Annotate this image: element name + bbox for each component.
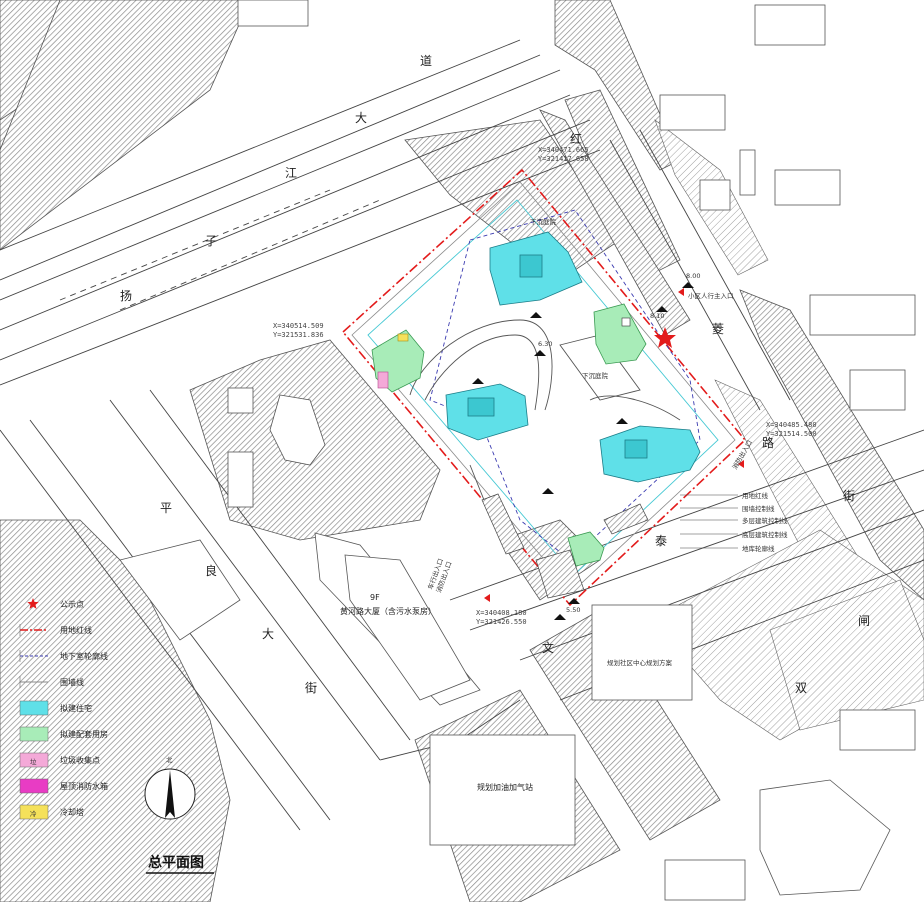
label-gas-station: 规划加油加气站 (477, 782, 533, 792)
roof-water-tank-marker (621, 317, 631, 327)
label-level-550: 5.50 (566, 606, 580, 614)
callout-red-line: 用地红线 (742, 491, 769, 500)
legend-label: 拟建住宅 (60, 703, 92, 713)
level-markers (472, 282, 694, 620)
legend-color-swatch (19, 778, 49, 794)
road-wentai-2: 泰 (655, 534, 667, 548)
north-arrow: 北 (144, 756, 196, 820)
road-shuangzha-1: 闸 (858, 614, 870, 628)
north-label: 北 (166, 756, 173, 764)
support-building-south (567, 531, 605, 567)
garbage-collection-marker (377, 371, 389, 389)
road-pingliang-3: 大 (262, 627, 274, 641)
legend-swatch-text: 冷 (30, 809, 37, 818)
road-yangzijiang-5: 道 (420, 54, 432, 68)
public-notice-star (654, 327, 676, 348)
legend-item: 地下室轮廓线 (19, 650, 108, 662)
coord-bottom-y: Y=321426.550 (476, 618, 527, 626)
coord-right-x: X=340485.480 (766, 421, 817, 429)
road-yangzijiang-4: 大 (355, 111, 367, 125)
legend-item: 垃 垃圾收集点 (19, 752, 100, 768)
callout-multistory-control: 多层建筑控制线 (742, 516, 788, 525)
legend-color-swatch (19, 804, 49, 820)
road-shuangzha-2: 双 (795, 681, 807, 695)
legend-color-swatch (19, 726, 49, 742)
building-control-line (367, 199, 719, 576)
road-yangzijiang-2: 子 (205, 234, 217, 248)
label-ramp-down-1: 下沉庭院 (530, 217, 557, 226)
callout-fence-control: 围墙控制线 (742, 504, 775, 513)
coord-bottom-x: X=340408.180 (476, 609, 527, 617)
surrounding-buildings (119, 0, 916, 901)
road-wentai-1: 文 (542, 640, 554, 655)
road-hongling-3: 路 (762, 435, 774, 450)
label-residential-entrance: 小区人行主入口 (688, 291, 734, 300)
legend: 公示点用地红线地下室轮廓线围墙线拟建住宅拟建配套用房垃垃圾收集点屋顶消防水箱冷冷… (19, 598, 108, 820)
legend-label: 公示点 (60, 600, 84, 609)
label-community-center: 规划社区中心规划方案 (607, 658, 673, 667)
ramps (481, 493, 649, 599)
legend-swatch-text: 垃 (30, 757, 37, 766)
coord-left-x: X=340514.509 (273, 322, 324, 330)
callouts: 用地红线 围墙控制线 多层建筑控制线 高层建筑控制线 地库轮廓线 (680, 491, 788, 553)
coord-top-x: X=340471.665 (538, 146, 589, 154)
road-yangzijiang-1: 扬 (120, 288, 132, 303)
road-labels: 扬 子 江 大 道 红 菱 路 平 良 大 街 文 泰 街 闸 双 (120, 54, 870, 695)
entrance-arrows (484, 288, 744, 602)
legend-label: 拟建配套用房 (60, 729, 108, 739)
legend-item: 用地红线 (19, 624, 92, 636)
plan-title: 总平面图 (148, 854, 204, 871)
support-building-northeast (593, 303, 647, 365)
road-pingliang-4: 街 (305, 681, 317, 695)
road-hongling-1: 红 (570, 131, 582, 146)
legend-label: 冷却塔 (60, 807, 84, 817)
coord-left-y: Y=321531.836 (273, 331, 324, 339)
legend-item: 围墙线 (19, 676, 84, 688)
legend-label: 垃圾收集点 (60, 755, 100, 765)
road-hongling-2: 菱 (712, 322, 724, 336)
road-yangzijiang-3: 江 (285, 166, 297, 180)
legend-item: 拟建配套用房 (19, 726, 108, 742)
callout-basement-outline: 地库轮廓线 (742, 544, 775, 553)
legend-label: 屋顶消防水箱 (60, 781, 108, 791)
legend-star-icon (27, 598, 39, 609)
legend-color-swatch (19, 752, 49, 768)
residential-buildings (445, 231, 701, 483)
label-building-9f: 9F (370, 593, 380, 602)
legend-color-swatch (19, 700, 49, 716)
label-ramp-down-2: 下沉庭院 (582, 371, 609, 380)
legend-item: 冷 冷却塔 (19, 804, 84, 820)
road-wentai-3: 街 (843, 489, 855, 503)
label-level-810: 8.10 (650, 312, 664, 320)
legend-label: 围墙线 (60, 677, 84, 687)
road-pingliang-2: 良 (205, 563, 217, 578)
legend-label: 地下室轮廓线 (60, 651, 108, 661)
cooling-tower-marker (397, 333, 409, 342)
coord-top-y: Y=321417.658 (538, 155, 589, 163)
callout-highrise-control: 高层建筑控制线 (742, 530, 788, 539)
road-pingliang-1: 平 (160, 501, 172, 515)
legend-label: 用地红线 (60, 625, 92, 635)
legend-item: 拟建住宅 (19, 700, 92, 716)
label-level-800: 8.00 (686, 272, 700, 280)
coord-right-y: Y=321514.500 (766, 430, 817, 438)
coordinate-labels: X=340471.665 Y=321417.658 X=340514.509 Y… (273, 146, 817, 626)
label-level-630: 6.30 (538, 340, 552, 348)
legend-item: 屋顶消防水箱 (19, 778, 108, 794)
label-building-huanghe: 黄河路大厦（含污水泵房） (340, 606, 436, 616)
legend-item: 公示点 (27, 598, 84, 609)
